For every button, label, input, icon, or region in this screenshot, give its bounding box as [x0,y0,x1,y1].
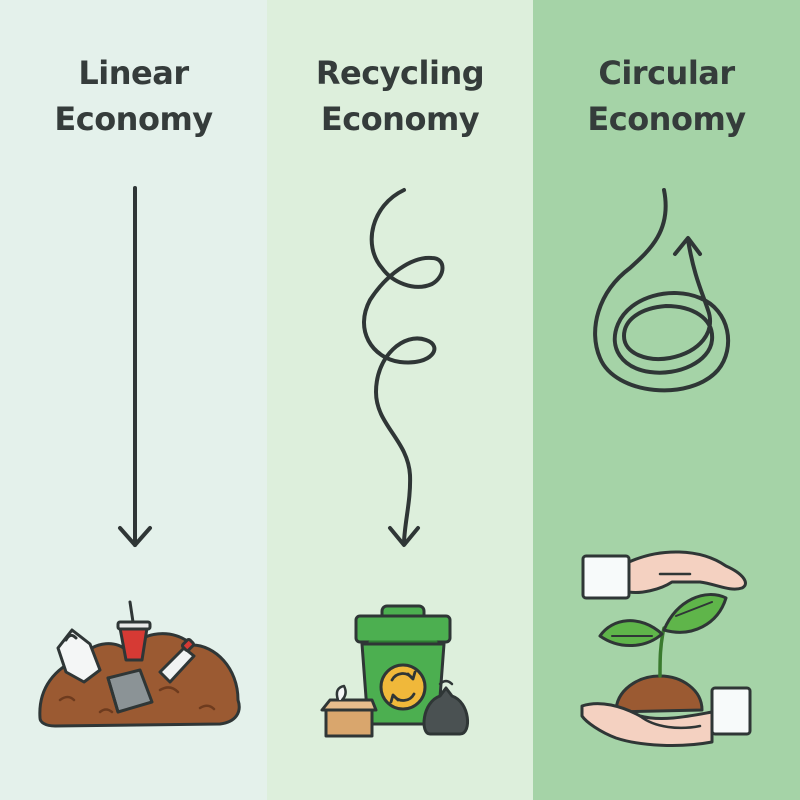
linear-title-line2: Economy [54,100,213,138]
hands-with-sprout-icon [580,550,752,747]
circular-loop-arrow-icon [593,188,731,393]
linear-economy-title: Linear Economy [0,50,267,142]
circular-title-line2: Economy [587,100,746,138]
recycling-bin-icon [320,604,469,738]
recycling-title-line1: Recycling [315,54,485,92]
circular-economy-title: Circular Economy [533,50,800,142]
recycling-economy-title: Recycling Economy [267,50,533,142]
straight-down-arrow-icon [118,186,152,547]
trash-heap-icon [38,600,241,728]
linear-title-line1: Linear [78,54,189,92]
recycling-title-line2: Economy [320,100,480,138]
circular-economy-panel: Circular Economy [533,0,800,800]
circular-title-line1: Circular [598,54,735,92]
loop-down-arrow-icon [362,188,445,547]
